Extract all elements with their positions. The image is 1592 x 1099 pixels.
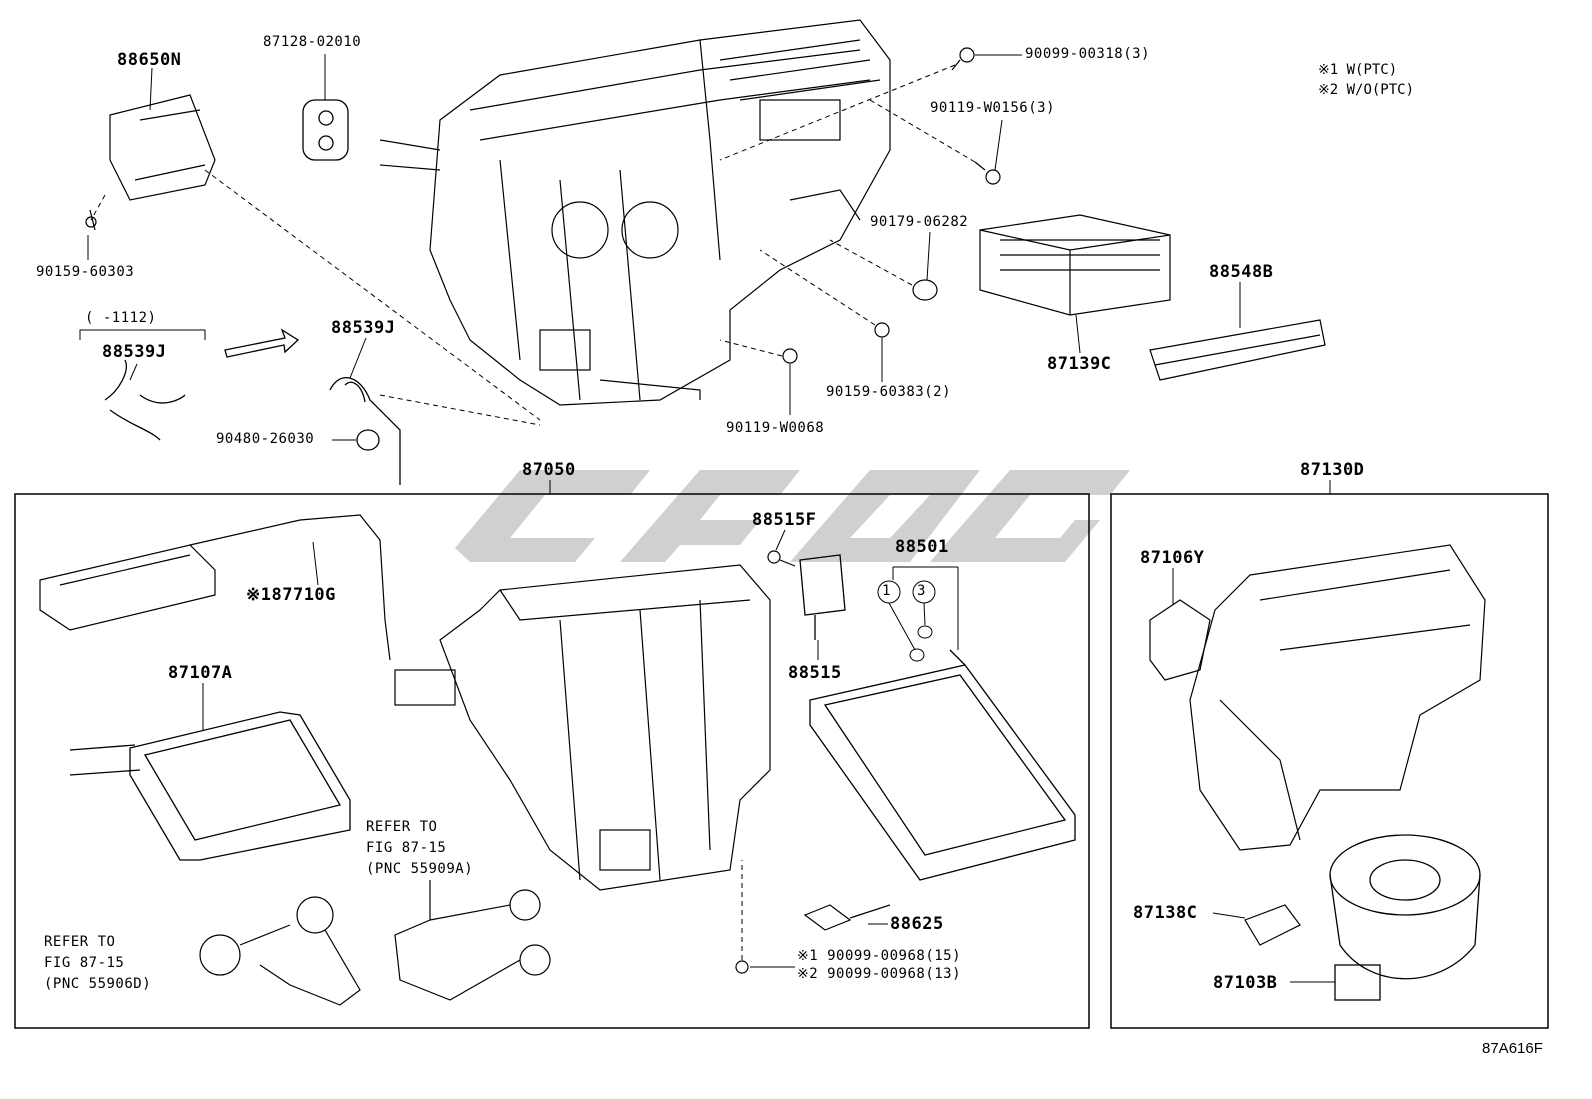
leader-87710G	[312, 541, 319, 586]
screw-90099-00318	[951, 47, 975, 71]
diagram-code: 87A616F	[1482, 1040, 1543, 1057]
leader-90119-W0156	[994, 119, 1003, 171]
label-90119-W0068: 90119-W0068	[726, 420, 825, 436]
legend-line-1: ※1 W(PTC)	[1318, 62, 1398, 78]
servo-harness-55906D	[199, 896, 361, 1006]
label-87138C: 87138C	[1133, 903, 1198, 923]
label-88515F: 88515F	[752, 510, 817, 530]
label-88625: 88625	[890, 914, 944, 934]
screw-90119-W0156	[974, 161, 1001, 185]
label-87128-02010: 87128-02010	[263, 34, 362, 50]
label-87139C: 87139C	[1047, 354, 1112, 374]
screw-90119-W0068	[782, 348, 798, 364]
label-90480-26030: 90480-26030	[216, 431, 315, 447]
leader-87138C	[1212, 912, 1246, 919]
dash-90179-06282	[829, 239, 913, 286]
leader-circle-3	[923, 602, 926, 626]
label-90099-00968-15-number: 90099-00968(15)	[827, 948, 962, 964]
label-88539J-old: 88539J	[102, 342, 167, 362]
range-bracket	[79, 329, 206, 340]
label-90099-00318: 90099-00318(3)	[1025, 46, 1151, 62]
dash-88650N-unit	[204, 169, 541, 421]
leader-88539J-old	[129, 363, 138, 381]
servo-harness-55909A	[394, 880, 551, 1001]
heater-unit-assembly	[379, 19, 891, 406]
screw-90099-00968	[735, 960, 749, 974]
label-87710G-number: 87710G	[271, 585, 336, 605]
label-88515: 88515	[788, 663, 842, 683]
refer-b-line-3: (PNC 55906D)	[44, 976, 152, 992]
screw-90159-60383	[874, 322, 890, 338]
label-90159-60383: 90159-60383(2)	[826, 384, 952, 400]
note-mark-2: ※2	[797, 966, 819, 982]
legend-line-2: ※2 W/O(PTC)	[1318, 82, 1415, 98]
label-88539J-new: 88539J	[331, 318, 396, 338]
label-87130D: 87130D	[1300, 460, 1365, 480]
label-87050: 87050	[522, 460, 576, 480]
servo-87106Y	[1149, 599, 1211, 681]
label-90119-W0156: 90119-W0156(3)	[930, 100, 1056, 116]
dash-90159-60383	[759, 249, 876, 326]
heater-unit-87050	[439, 564, 771, 891]
dash-88650N	[90, 194, 106, 221]
label-90099-00968-15: ※1 90099-00968(15)	[797, 948, 961, 964]
refer-b-line-1: REFER TO	[44, 934, 116, 950]
label-87103B: 87103B	[1213, 973, 1278, 993]
hose-88539J-new	[329, 377, 401, 485]
refer-a-line-2: FIG 87-15	[366, 840, 447, 856]
o-ring-90480	[356, 429, 380, 451]
dash-90119-W0068	[719, 339, 783, 357]
label-circle-3: 3	[917, 583, 926, 599]
kit-box-87050	[14, 493, 1090, 1029]
refer-a-line-3: (PNC 55909A)	[366, 861, 474, 877]
note-mark-1b: ※1	[797, 948, 819, 964]
label-90099-00968-13: ※2 90099-00968(13)	[797, 966, 961, 982]
kit-box-87130D	[1110, 493, 1549, 1029]
leader-88515F	[775, 529, 786, 551]
cover-88548B	[1149, 319, 1326, 381]
leader-87139C	[1075, 314, 1081, 354]
dash-90119-W0156	[869, 99, 976, 163]
dash-90099-00318	[719, 64, 956, 161]
heater-core-87107A	[69, 711, 351, 861]
amplifier-88650N	[85, 94, 216, 231]
leader-90179-06282	[926, 231, 931, 281]
watermark-logo	[455, 470, 1130, 562]
sensor-88625	[803, 904, 891, 931]
label-87107A: 87107A	[168, 663, 233, 683]
label-90099-00968-13-number: 90099-00968(13)	[827, 966, 962, 982]
refer-b-line-2: FIG 87-15	[44, 955, 125, 971]
arrow-icon	[224, 328, 300, 358]
label-88650N: 88650N	[117, 50, 182, 70]
o-ring-1	[917, 625, 933, 639]
dash-88539J-new	[379, 394, 541, 426]
ptc-heater-87710G	[39, 514, 456, 706]
expansion-valve-88515	[799, 554, 846, 640]
label-circle-1: 1	[882, 583, 891, 599]
note-mark-1: ※1	[246, 585, 272, 605]
leader-88650N	[149, 67, 153, 111]
label-90159-60303: 90159-60303	[36, 264, 135, 280]
bolt-88515F	[767, 550, 796, 567]
evaporator-88501	[809, 649, 1076, 881]
filter-87139C	[979, 214, 1171, 316]
o-ring-3	[909, 648, 925, 662]
blower-unit-87130D	[1189, 544, 1486, 851]
clip-90179-06282	[912, 279, 938, 301]
blower-motor-87103B	[1329, 834, 1481, 1001]
label-87710G: ※187710G	[246, 585, 336, 605]
hose-88539J-old	[104, 359, 186, 441]
label-range: ( -1112)	[85, 310, 157, 326]
resistor-87138C	[1244, 904, 1301, 946]
grommet-87128	[302, 99, 349, 161]
label-88501: 88501	[895, 537, 949, 557]
leader-88539J-new	[349, 337, 367, 379]
label-90179-06282: 90179-06282	[870, 214, 969, 230]
leader-circle-1	[888, 602, 916, 651]
label-88548B: 88548B	[1209, 262, 1274, 282]
label-87106Y: 87106Y	[1140, 548, 1205, 568]
refer-a-line-1: REFER TO	[366, 819, 438, 835]
